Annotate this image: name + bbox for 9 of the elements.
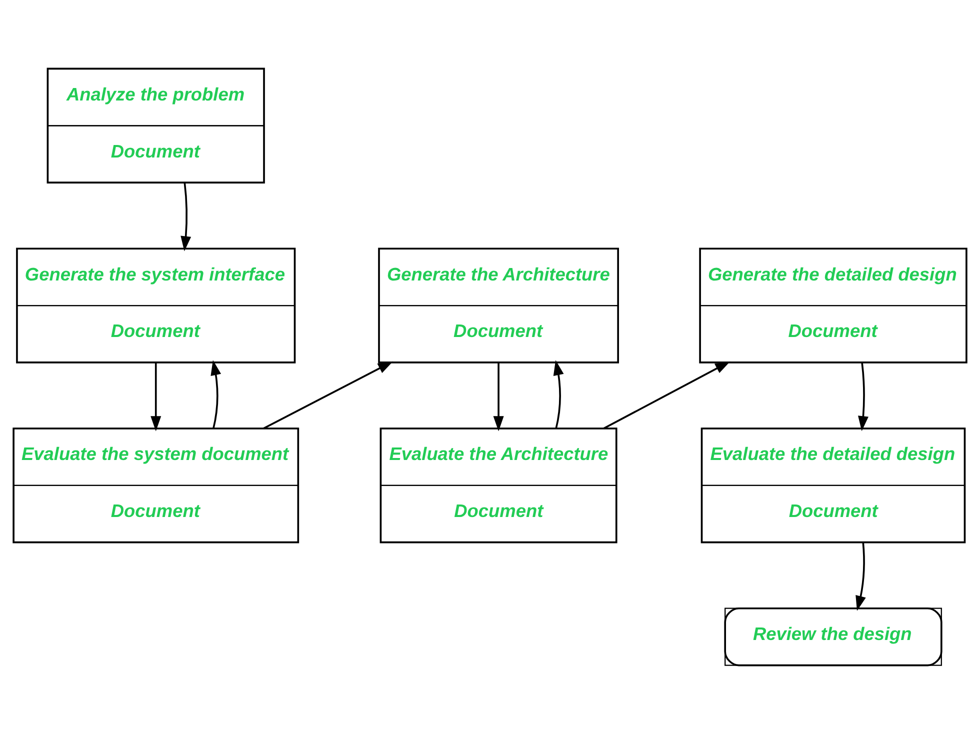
arrow <box>150 362 161 431</box>
arrow <box>855 542 866 610</box>
arrow <box>602 360 730 429</box>
arrow <box>552 360 564 428</box>
arrow <box>492 362 504 431</box>
arrow <box>210 360 221 428</box>
arrow <box>858 362 868 431</box>
arrow <box>262 360 393 429</box>
arrow <box>180 182 191 251</box>
